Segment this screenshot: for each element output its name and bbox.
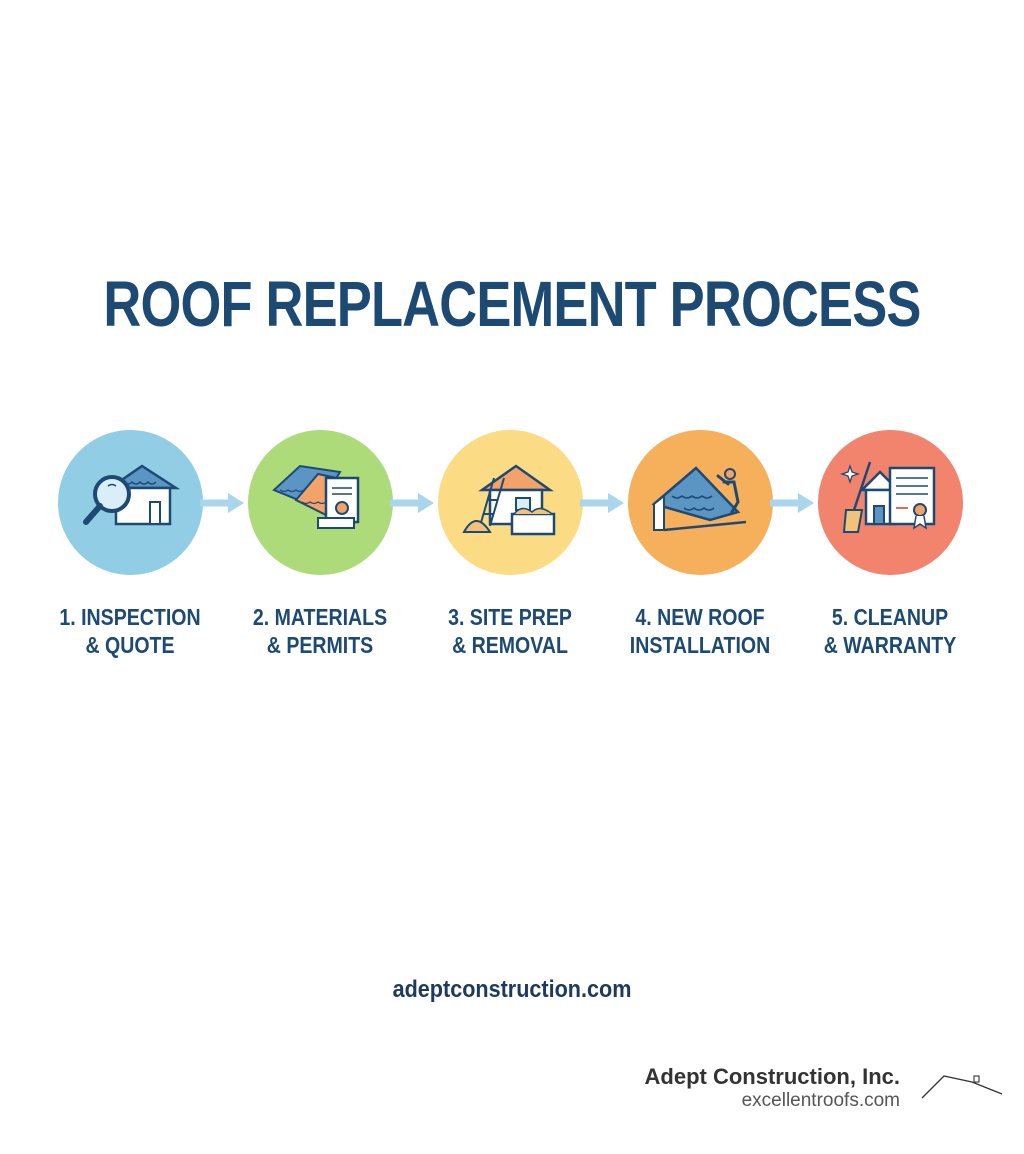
step-label: 4. NEW ROOF INSTALLATION: [619, 603, 781, 659]
step-label-line1: 1. INSPECTION: [59, 604, 201, 630]
broom-warranty-icon: [839, 461, 935, 533]
brand-site[interactable]: excellentroofs.com: [741, 1090, 900, 1111]
roofer-installing-icon: [650, 466, 746, 532]
step-label-line2: & QUOTE: [85, 632, 175, 658]
step-installation: 4. NEW ROOF INSTALLATION: [605, 430, 795, 659]
step-cleanup: 5. CLEANUP & WARRANTY: [795, 430, 985, 659]
step-label-line1: 4. NEW ROOF: [635, 604, 765, 630]
website-link[interactable]: adeptconstruction.com: [392, 976, 632, 1003]
step-label-line2: & REMOVAL: [452, 632, 568, 658]
arrow-right-icon: [580, 493, 624, 513]
step-label: 1. INSPECTION & QUOTE: [49, 603, 211, 659]
brand-name: Adept Construction, Inc.: [644, 1064, 900, 1089]
shingles-permit-icon: [271, 464, 359, 529]
arrow-right-icon: [200, 493, 244, 513]
step-site-prep: 3. SITE PREP & REMOVAL: [415, 430, 605, 659]
step-label-line1: 2. MATERIALS: [252, 604, 388, 630]
step-circle: [627, 430, 773, 575]
step-label: 5. CLEANUP & WARRANTY: [809, 603, 971, 659]
step-label-line2: INSTALLATION: [629, 632, 771, 658]
step-circle: [247, 430, 393, 575]
step-label-line1: 5. CLEANUP: [831, 604, 949, 630]
step-label-line2: & WARRANTY: [823, 632, 957, 658]
step-materials: 2. MATERIALS & PERMITS: [225, 430, 415, 659]
house-dumpster-icon: [461, 464, 555, 536]
step-inspection: 1. INSPECTION & QUOTE: [35, 430, 225, 659]
step-circle: [57, 430, 203, 575]
roofline-logo-icon: [921, 1075, 1003, 1099]
arrow-right-icon: [770, 493, 814, 513]
process-steps: 1. INSPECTION & QUOTE 2. MATERIALS & PER…: [0, 430, 1024, 690]
page-title: ROOF REPLACEMENT PROCESS: [103, 268, 921, 340]
step-circle: [817, 430, 963, 575]
step-label-line1: 3. SITE PREP: [448, 604, 572, 630]
arrow-right-icon: [390, 493, 434, 513]
step-label: 3. SITE PREP & REMOVAL: [429, 603, 591, 659]
step-label-line2: & PERMITS: [266, 632, 374, 658]
brand-block: Adept Construction, Inc. excellentroofs.…: [645, 1064, 900, 1112]
magnifier-house-icon: [82, 464, 180, 526]
step-circle: [437, 430, 583, 575]
step-label: 2. MATERIALS & PERMITS: [239, 603, 401, 659]
